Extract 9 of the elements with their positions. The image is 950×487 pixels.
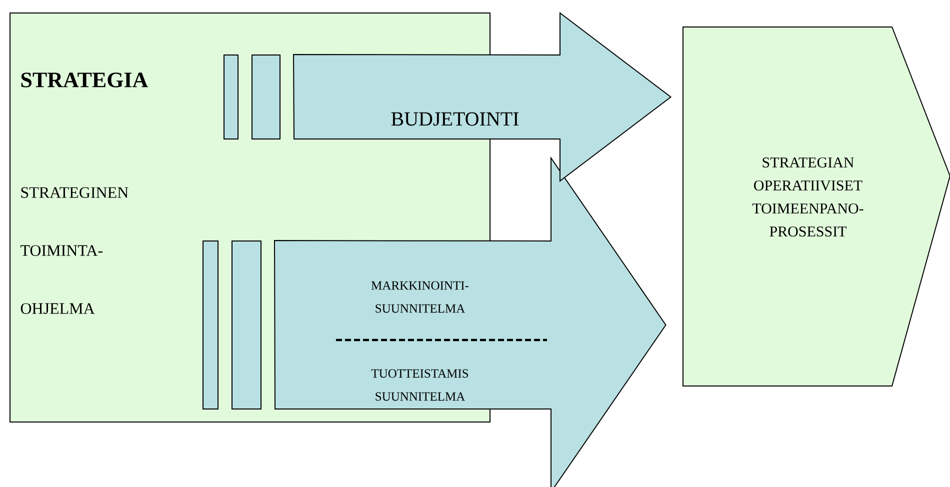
edge-label: BUDJETOINTI — [390, 112, 520, 126]
label: STRATEGIAN OPERATIIVISET TOIMEENPANO- PROSESSIT — [752, 157, 864, 237]
block-arrow — [293, 12, 672, 182]
label: STRATEGINEN TOIMINTA- OHJELMA — [20, 187, 128, 314]
label: TUOTTEISTAMIS SUUNNITELMA — [371, 369, 468, 401]
chevron-box — [682, 26, 950, 386]
label: STRATEGIA — [21, 72, 148, 88]
block-arrow — [274, 156, 666, 487]
edge-label: MARKKINOINTI- SUUNNITELMA — [360, 281, 480, 313]
